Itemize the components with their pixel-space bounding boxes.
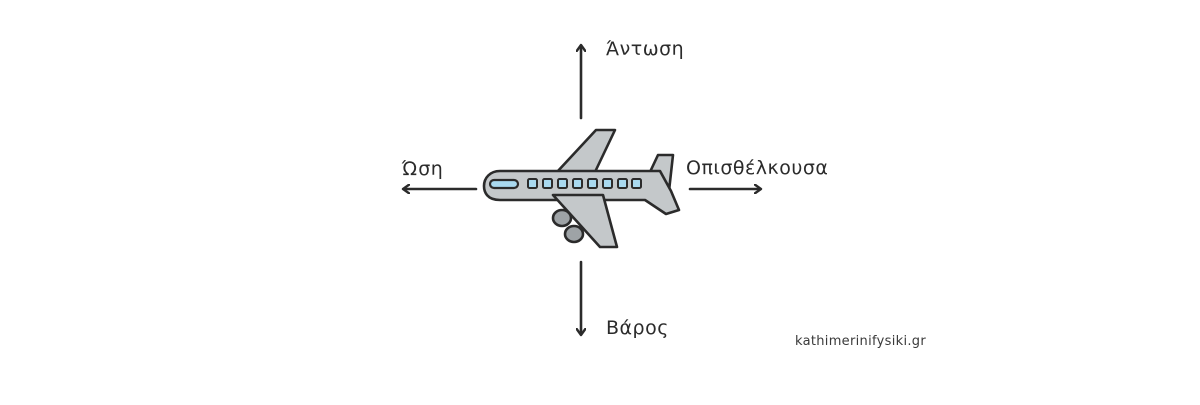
- thrust-label: Ώση: [402, 158, 444, 180]
- site-watermark: kathimerinifysiki.gr: [795, 334, 926, 349]
- airplane-windows: [527, 178, 642, 189]
- airplane-engine-rear: [551, 208, 573, 228]
- drag-label: Οπισθέλκουσα: [686, 157, 829, 179]
- airplane-cockpit-window: [488, 178, 520, 190]
- lift-label: Άντωση: [606, 38, 685, 60]
- airplane-icon: [482, 128, 681, 249]
- airplane-bottom-wing: [551, 193, 619, 249]
- airplane-top-wing: [555, 128, 617, 174]
- weight-label: Βάρος: [606, 317, 669, 339]
- airplane-engine-front: [563, 224, 585, 244]
